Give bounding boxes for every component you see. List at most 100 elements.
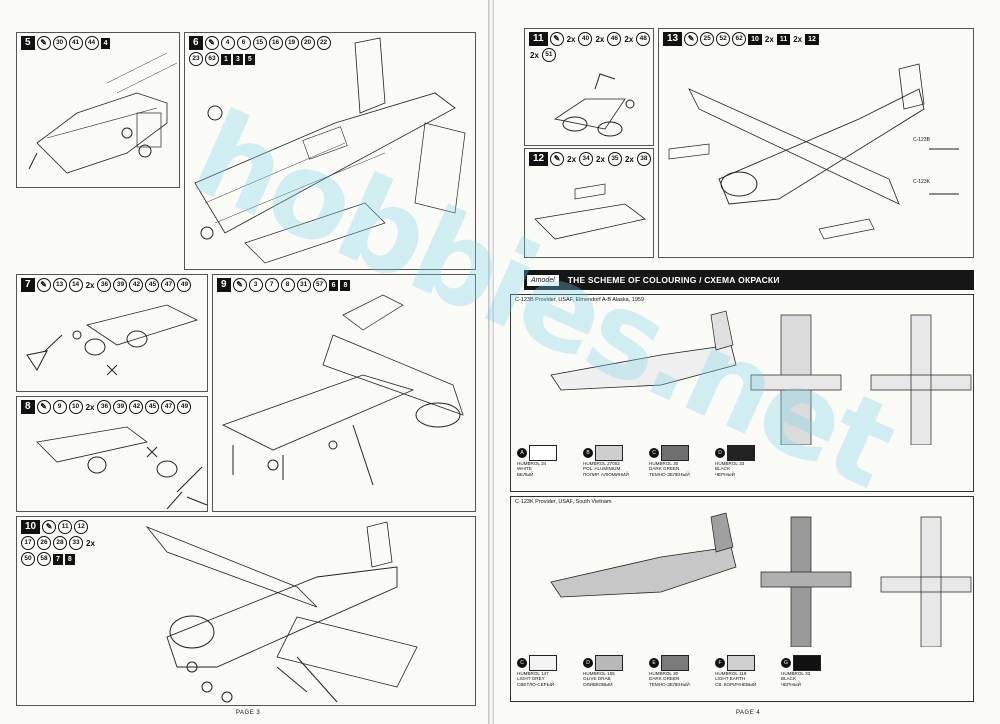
part-callout: 10 — [68, 400, 83, 414]
step-12-header: 12 ✎ 2x 34 2x 35 2x 38 — [529, 152, 651, 166]
swatch-line: HUMBROL 119 — [715, 671, 747, 676]
part-callout: 49 — [177, 400, 192, 414]
color-letter: C — [649, 448, 659, 458]
part-callout: 16 — [268, 36, 283, 50]
multiplier: 2x — [530, 50, 539, 60]
book-gutter — [488, 0, 494, 724]
color-letter: D — [715, 448, 725, 458]
step-13-header: 13 ✎ 25 52 62 10 2x 11 2x 12 — [663, 32, 819, 46]
swatch-line: DARK GREEN — [649, 676, 680, 682]
step-11-panel: 11 ✎ 2x 40 2x 46 2x 48 2x 51 — [524, 28, 654, 146]
swatch-line: ТЕМНО-ЗЕЛЕНЫЙ — [649, 681, 690, 687]
color-letter: A — [517, 448, 527, 458]
multiplier: 2x — [567, 154, 577, 164]
part-callout: 6 — [236, 36, 251, 50]
part-callout: 38 — [636, 152, 651, 166]
part-callout: 39 — [113, 278, 128, 292]
step-5-header: 5 ✎ 30 41 44 4 — [21, 36, 111, 50]
step-8-drawing — [36, 426, 208, 510]
part-callout: 47 — [161, 400, 176, 414]
part-callout: 36 — [97, 400, 112, 414]
swatch-line: БЕЛЫЙ — [517, 471, 534, 477]
swatch-line: СВЕТЛО-СЕРЫЙ — [517, 681, 555, 687]
brand-logo: Amodel — [526, 273, 560, 287]
part-callout: 52 — [716, 32, 731, 46]
part-callout: 41 — [68, 36, 83, 50]
scheme-caption: C-123K Provider, USAF, South Vietnam — [515, 499, 612, 505]
step-11-header: 11 ✎ 2x 40 2x 46 2x 48 2x 51 — [529, 32, 653, 62]
variant-label-c123k: C-123K — [913, 179, 930, 185]
part-callout: 20 — [300, 36, 315, 50]
sprue-box: 8 — [64, 553, 75, 565]
sprue-box: 4 — [100, 37, 111, 49]
step-6-panel: 6 ✎ 4 6 15 16 19 20 22 23 63 1 3 5 — [184, 32, 476, 270]
color-chip — [595, 445, 623, 461]
multiplier: 2x — [596, 154, 605, 164]
part-callout: 9 — [52, 400, 67, 414]
part-callout: 7 — [264, 278, 279, 292]
part-callout: 33 — [69, 536, 83, 550]
part-callout: 58 — [37, 552, 51, 566]
variant-label-c123b: C-123B — [913, 137, 930, 143]
page-number-right: PAGE 4 — [736, 710, 761, 716]
multiplier: 2x — [85, 402, 95, 412]
glue-icon: ✎ — [204, 36, 219, 50]
step-5-drawing — [28, 52, 178, 174]
part-callout: 3 — [248, 278, 263, 292]
glue-icon: ✎ — [232, 278, 247, 292]
part-callout: 57 — [312, 278, 327, 292]
swatch-line: HUMBROL 34 — [517, 461, 547, 466]
color-letter: C — [517, 658, 527, 668]
swatch-line: ПОЛИР. АЛЮМИНИЙ — [583, 471, 629, 477]
part-callout: 39 — [113, 400, 128, 414]
left-page — [0, 0, 490, 724]
part-callout: 62 — [732, 32, 747, 46]
part-callout: 17 — [21, 536, 35, 550]
sprue-box: 3 — [232, 53, 243, 65]
part-callout: 23 — [189, 52, 203, 66]
page-number-left: PAGE 3 — [236, 710, 261, 716]
step-number: 10 — [21, 520, 41, 534]
part-callout: 42 — [129, 278, 144, 292]
part-callout: 45 — [145, 400, 160, 414]
multiplier: 2x — [624, 34, 634, 44]
sprue-box: 12 — [805, 33, 819, 45]
multiplier: 2x — [595, 34, 605, 44]
swatch-line: BLACK — [715, 466, 731, 472]
step-10-drawing — [145, 521, 418, 703]
swatch-line: POL. ALUMINIUM — [583, 466, 621, 472]
glue-icon: ✎ — [549, 32, 564, 46]
swatch-line: ТЕМНО-ЗЕЛЕНЫЙ — [649, 471, 690, 477]
step-7-header: 7 ✎ 13 14 2x 36 39 42 45 47 49 — [21, 278, 192, 292]
swatch-line: LIGHT GREY — [517, 676, 545, 682]
glue-icon: ✎ — [684, 32, 699, 46]
part-callout: 34 — [579, 152, 594, 166]
part-callout: 19 — [284, 36, 299, 50]
multiplier: 2x — [764, 34, 774, 44]
swatch-line: HUMBROL 33 — [781, 671, 811, 676]
step-7-drawing — [26, 304, 199, 376]
color-letter: G — [781, 658, 791, 668]
swatch-line: WHITE — [517, 466, 532, 472]
step-7-panel: 7 ✎ 13 14 2x 36 39 42 45 47 49 — [16, 274, 208, 392]
part-callout: 8 — [280, 278, 295, 292]
swatch-line: HUMBROL 30 — [649, 671, 679, 676]
swatch-line: HUMBROL 27002 — [583, 461, 620, 466]
swatch-line: HUMBROL 30 — [649, 461, 679, 466]
color-letter: F — [715, 658, 725, 668]
color-letter: B — [583, 448, 593, 458]
swatch-line: LIGHT EARTH — [715, 676, 746, 682]
step-11-drawing — [553, 73, 635, 137]
step-13-panel: 13 ✎ 25 52 62 10 2x 11 2x 12 C-123B C-12… — [658, 28, 974, 258]
part-callout: 13 — [52, 278, 67, 292]
sprue-box: 8 — [340, 279, 351, 291]
colour-scheme-banner: Amodel THE SCHEME OF COLOURING / СХЕМА О… — [524, 270, 974, 290]
step-6-drawing — [194, 37, 466, 264]
step-10-panel: 10 ✎ 11 12 17 26 28 33 2x 50 58 7 8 — [16, 516, 476, 706]
swatch-line: BLACK — [781, 676, 797, 682]
step-8-panel: 8 ✎ 9 10 2x 36 39 42 45 47 49 — [16, 396, 208, 512]
